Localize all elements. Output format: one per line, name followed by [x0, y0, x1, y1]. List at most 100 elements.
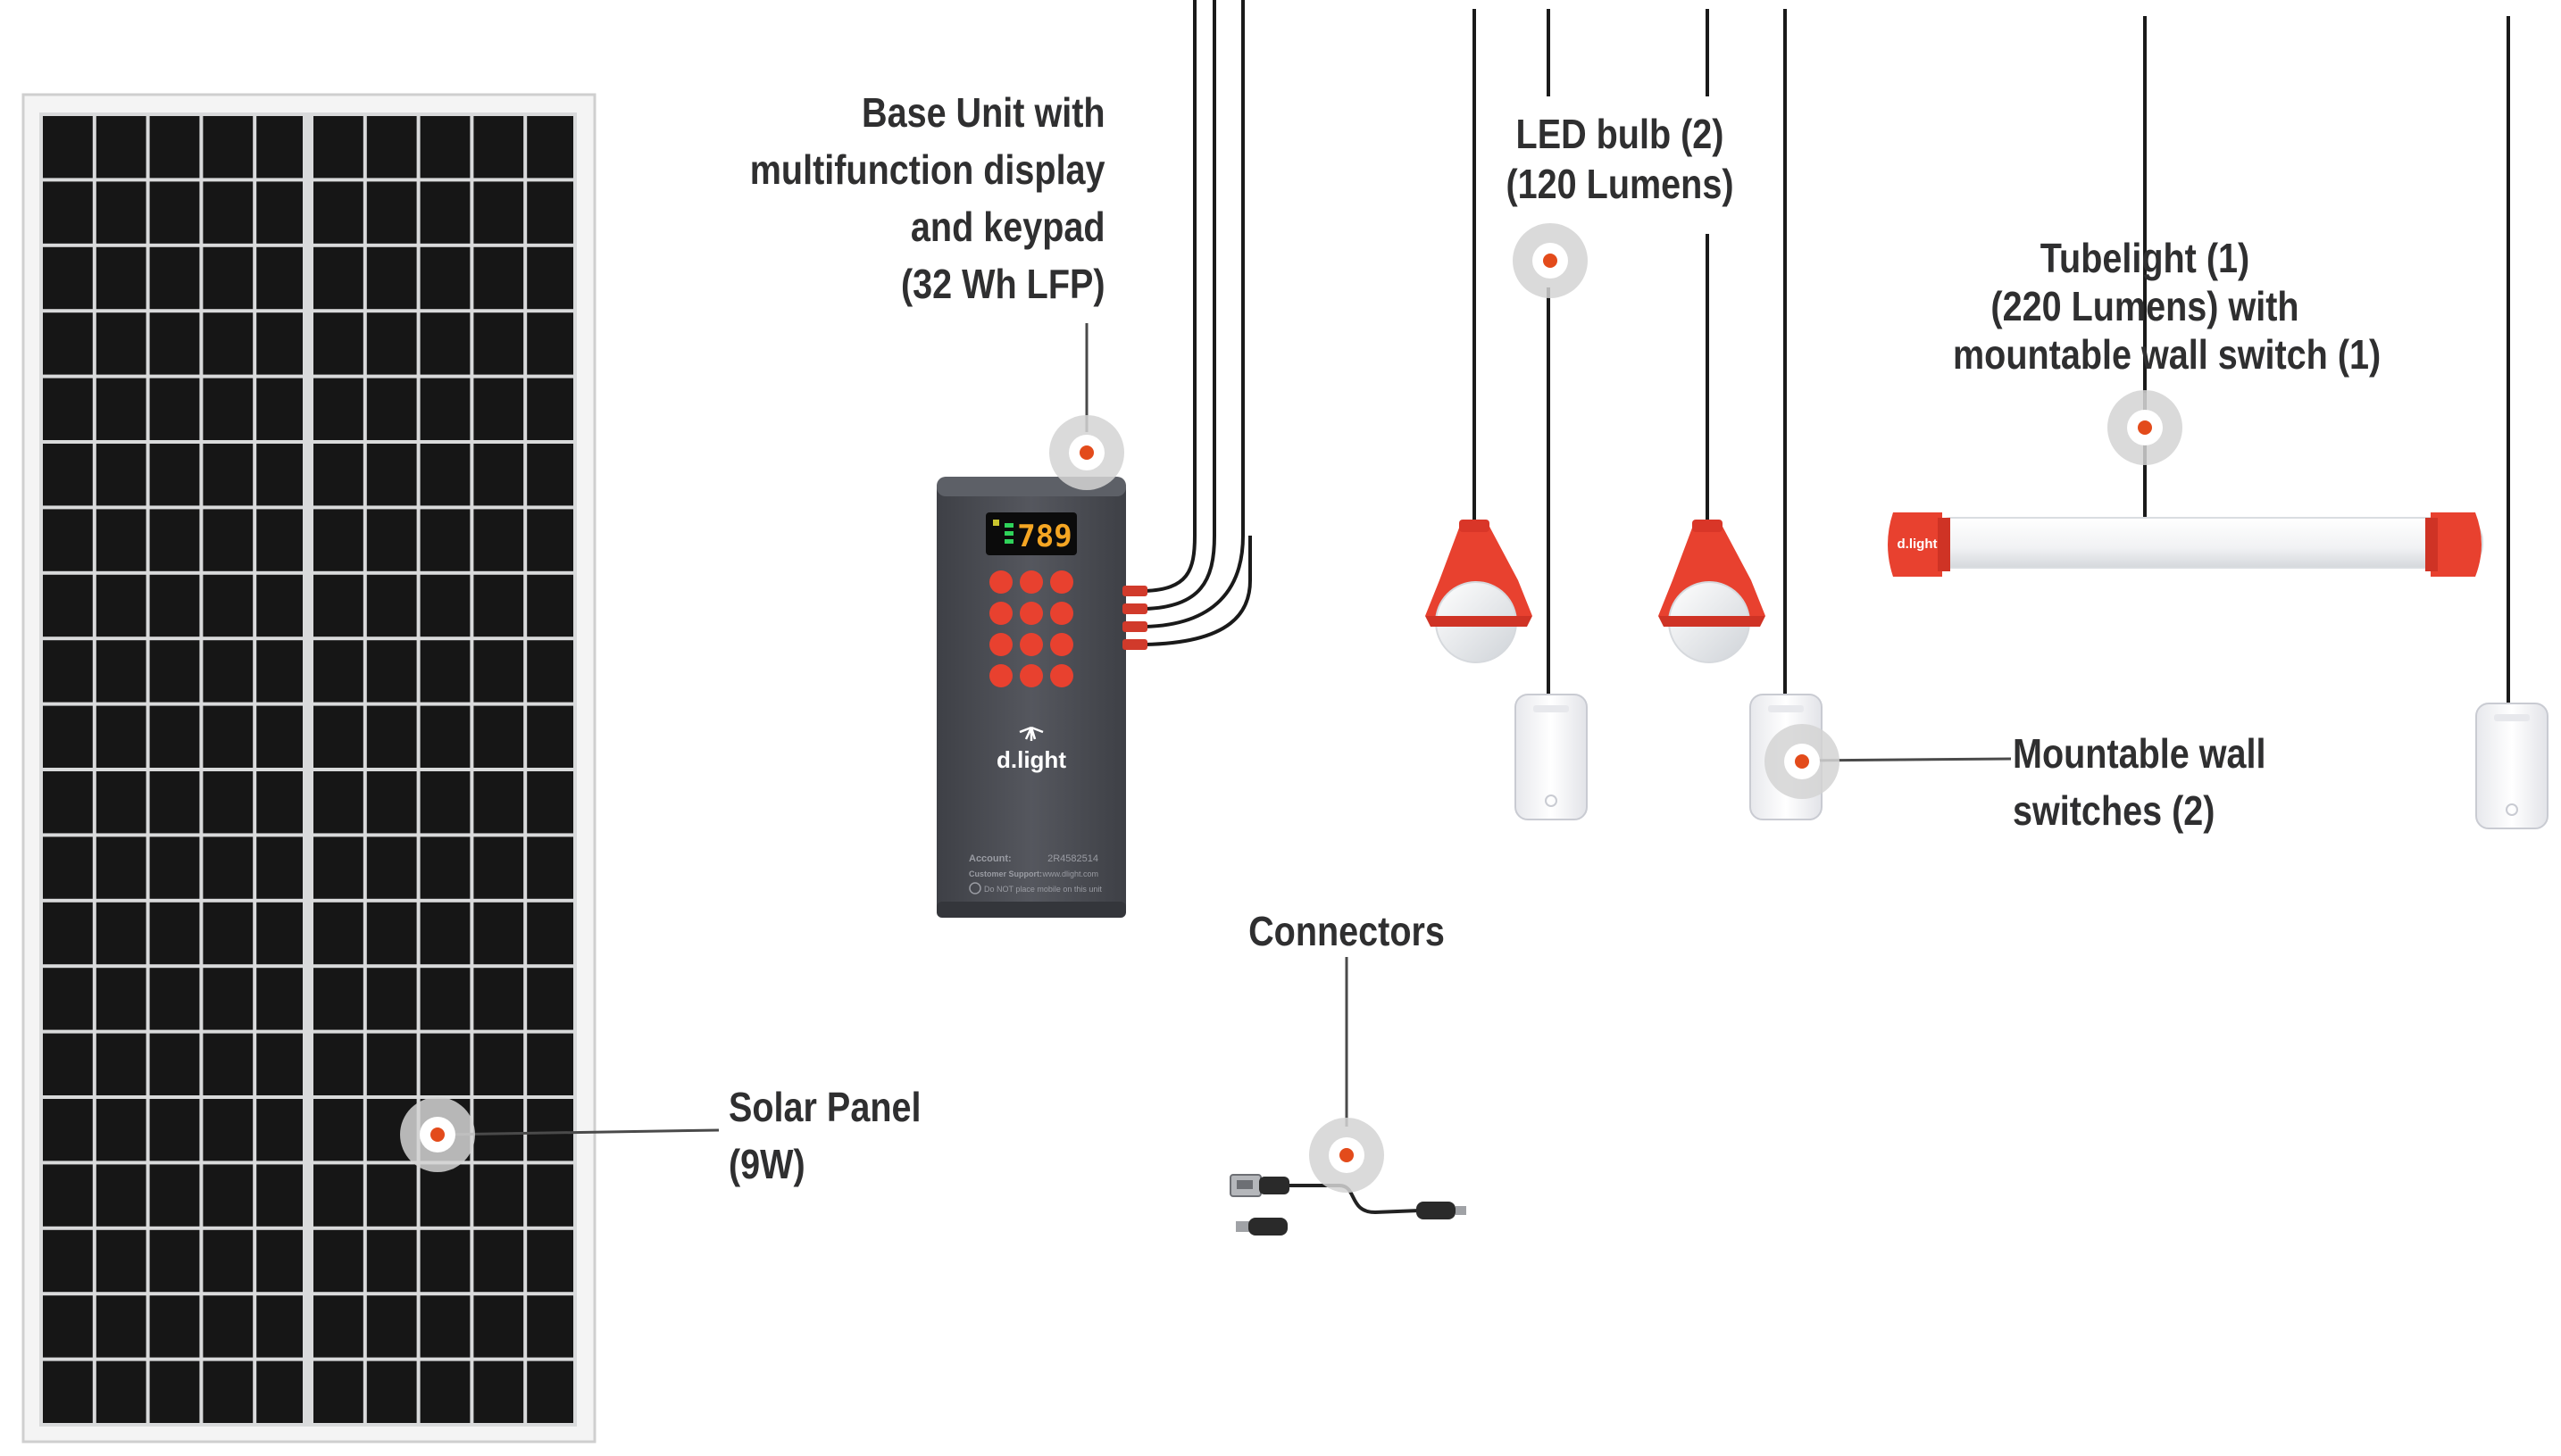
solar-cell — [366, 1164, 417, 1227]
solar-cell — [96, 116, 146, 179]
solar-cell — [313, 836, 363, 899]
solar-cell — [420, 836, 471, 899]
solar-cell — [43, 1099, 93, 1161]
base-unit-cables — [1144, 0, 1252, 646]
solar-cell — [473, 312, 524, 375]
solar-cell — [473, 246, 524, 310]
base-unit-label-line: (32 Wh LFP) — [901, 261, 1105, 307]
solar-cell — [43, 1295, 93, 1358]
solar-cell — [366, 312, 417, 375]
tubelight-label-line: mountable wall switch (1) — [1953, 331, 2382, 378]
solar-cell — [420, 574, 471, 637]
solar-cell — [256, 1229, 303, 1293]
keypad-button — [1020, 602, 1043, 625]
solar-cell — [149, 1229, 200, 1293]
solar-panel-label-line: (9W) — [729, 1141, 805, 1187]
solar-cell — [149, 902, 200, 965]
solar-cell — [366, 509, 417, 571]
connectors-label: Connectors — [1193, 903, 1500, 960]
led-bulb-2 — [1658, 520, 1765, 663]
solar-cell — [96, 1229, 146, 1293]
solar-cell — [420, 509, 471, 571]
solar-cell — [473, 1360, 524, 1423]
solar-cell — [43, 116, 93, 179]
solar-cell — [96, 1033, 146, 1095]
keypad-button — [1020, 570, 1043, 594]
solar-cell — [420, 246, 471, 310]
solar-panel-hotspot[interactable] — [400, 1097, 475, 1172]
solar-cell — [420, 1164, 471, 1227]
solar-cell — [149, 1164, 200, 1227]
tubelight-hotspot[interactable] — [2107, 390, 2182, 465]
base-unit-label: Base Unit with multifunction display and… — [750, 84, 1105, 312]
solar-cell — [473, 1099, 524, 1161]
multifunction-display: 789 — [986, 512, 1077, 555]
wall-switch-label-line: switches (2) — [2013, 787, 2215, 834]
solar-cell — [313, 181, 363, 244]
connectors-hotspot[interactable] — [1309, 1118, 1384, 1193]
solar-cell — [256, 1360, 303, 1423]
solar-cell — [256, 1164, 303, 1227]
leader-lines — [1085, 323, 2147, 1127]
solar-cell — [149, 1033, 200, 1095]
base-unit-hotspot[interactable] — [1049, 415, 1124, 490]
solar-cell — [256, 509, 303, 571]
solar-cell — [96, 836, 146, 899]
solar-cell — [527, 312, 573, 375]
solar-cell — [96, 640, 146, 703]
solar-cell — [366, 1360, 417, 1423]
solar-cell — [527, 116, 573, 179]
solar-cell — [366, 968, 417, 1030]
solar-cell — [473, 574, 524, 637]
solar-cell — [313, 1360, 363, 1423]
base-unit-label-line: and keypad — [911, 204, 1105, 250]
solar-cell — [96, 1164, 146, 1227]
solar-cell — [256, 902, 303, 965]
solar-cell — [420, 902, 471, 965]
solar-cell — [366, 444, 417, 506]
solar-cell — [203, 771, 254, 834]
solar-cell — [420, 181, 471, 244]
account-label: Account: — [969, 853, 1012, 864]
base-unit-ports — [1122, 586, 1147, 650]
solar-cell — [527, 705, 573, 768]
solar-cell — [43, 444, 93, 506]
solar-cell — [366, 771, 417, 834]
solar-cell — [256, 640, 303, 703]
wall-switch-hotspot[interactable] — [1764, 724, 1839, 799]
led-bulb-hotspot[interactable] — [1513, 223, 1588, 298]
base-unit-label-line: Base Unit with — [862, 89, 1105, 136]
solar-cell — [366, 705, 417, 768]
solar-cell — [420, 705, 471, 768]
solar-cell — [203, 509, 254, 571]
solar-cell — [420, 640, 471, 703]
wall-switch-label-line: Mountable wall — [2013, 730, 2266, 777]
solar-cell — [96, 1295, 146, 1358]
solar-cell — [473, 1164, 524, 1227]
solar-cell — [203, 902, 254, 965]
solar-cell — [43, 181, 93, 244]
solar-cell — [96, 1099, 146, 1161]
solar-cell — [203, 1164, 254, 1227]
solar-cell — [43, 771, 93, 834]
solar-cell — [313, 771, 363, 834]
solar-cell — [149, 836, 200, 899]
solar-cell — [473, 836, 524, 899]
solar-cell — [43, 1033, 93, 1095]
solar-cell — [366, 574, 417, 637]
display-readout: 789 — [1017, 519, 1072, 554]
solar-cell — [43, 640, 93, 703]
solar-cell — [43, 968, 93, 1030]
solar-cell — [313, 968, 363, 1030]
solar-cell — [366, 116, 417, 179]
solar-cell — [203, 574, 254, 637]
solar-cell — [420, 968, 471, 1030]
solar-cell — [203, 378, 254, 440]
keypad-button — [1050, 633, 1073, 656]
solar-cell — [527, 1295, 573, 1358]
solar-cell — [313, 378, 363, 440]
solar-cell — [527, 968, 573, 1030]
led-bulb-label-line: (120 Lumens) — [1506, 161, 1734, 207]
solar-cell — [366, 378, 417, 440]
led-bulb-label-line: LED bulb (2) — [1515, 111, 1724, 157]
